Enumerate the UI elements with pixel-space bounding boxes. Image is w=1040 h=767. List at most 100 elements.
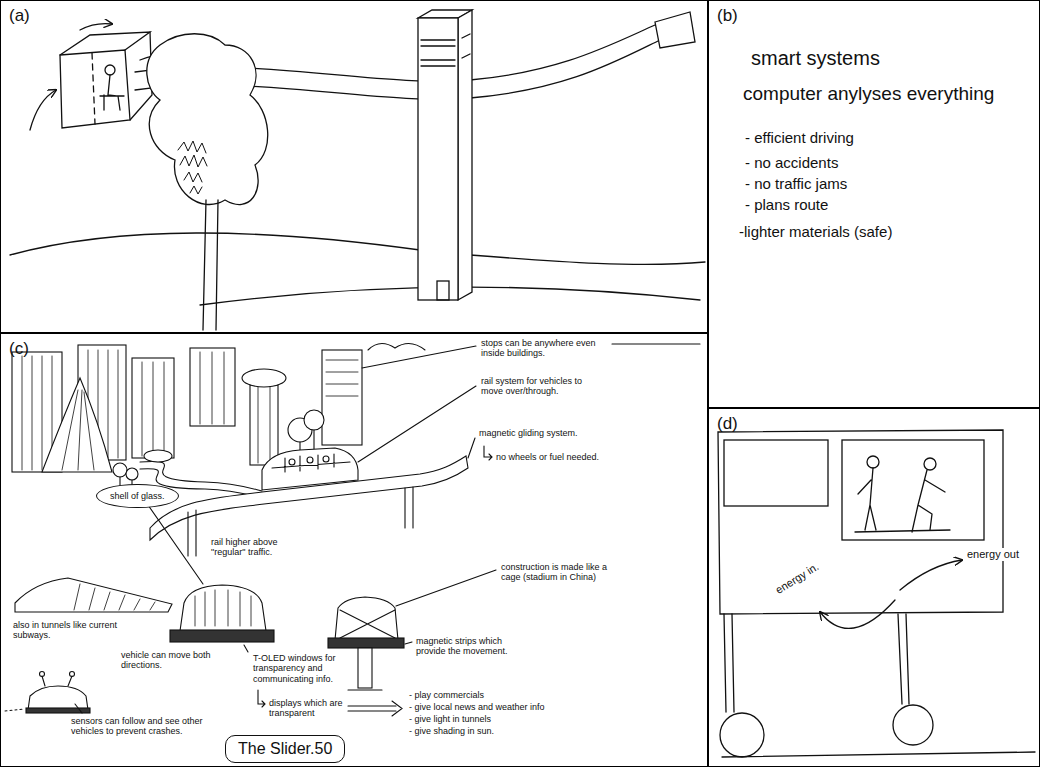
note-text: rail higher above "regular" traffic. bbox=[210, 537, 312, 558]
note-text: displays which are transparent bbox=[268, 698, 345, 719]
node-text: -lighter materials (safe) bbox=[739, 223, 892, 240]
slider-sketch bbox=[244, 645, 248, 652]
slider-sketch bbox=[348, 689, 382, 690]
slider-sketch bbox=[258, 690, 265, 707]
note-text: magnetic strips which provide the moveme… bbox=[415, 636, 517, 657]
slider-sketch bbox=[612, 343, 700, 344]
slider-sketch bbox=[326, 360, 358, 396]
slider-sketch bbox=[148, 505, 203, 584]
note-text: vehicle can move both directions. bbox=[120, 650, 217, 671]
sketch-panel: (d) bbox=[708, 408, 1040, 767]
bus-sketch bbox=[893, 705, 933, 745]
note-text: magnetic gliding system. bbox=[478, 428, 579, 438]
note-text: no wheels or fuel needed. bbox=[495, 452, 600, 462]
slider-sketch bbox=[15, 578, 172, 612]
slider-sketch bbox=[307, 457, 313, 463]
bus-sketch bbox=[720, 713, 764, 757]
slider-sketch bbox=[113, 463, 127, 477]
slider-sketch bbox=[484, 446, 492, 460]
sketch-panel: (a) bbox=[0, 0, 708, 333]
node-text: - efficient driving bbox=[745, 129, 854, 146]
slider-sketch bbox=[195, 590, 251, 626]
slider-sketch bbox=[40, 672, 45, 677]
slider-sketch bbox=[5, 343, 700, 716]
bus-sketch bbox=[724, 614, 734, 712]
bus-sketch bbox=[924, 458, 936, 470]
node-text: computer anylyses everything bbox=[743, 83, 994, 105]
panel-letter: (b) bbox=[717, 6, 738, 26]
slider-sketch bbox=[200, 352, 224, 424]
pod-sketch bbox=[470, 255, 705, 264]
pod-sketch bbox=[92, 53, 95, 124]
node-text: - plans route bbox=[745, 196, 828, 213]
note-text: - play commercials bbox=[408, 690, 485, 700]
pod-sketch bbox=[30, 90, 56, 130]
slider-sketch bbox=[28, 686, 88, 710]
slider-sketch bbox=[368, 343, 425, 350]
slider-sketch bbox=[262, 448, 358, 490]
note-text: rail system for vehicles to move over/th… bbox=[480, 376, 607, 397]
sketch-panel: (b) smart systems computer anylyses everyt… bbox=[708, 0, 1040, 408]
pod-sketch bbox=[100, 75, 124, 110]
slider-sketch bbox=[5, 709, 24, 711]
bus-sketch bbox=[820, 600, 895, 628]
slider-sketch bbox=[348, 701, 402, 716]
node-text: smart systems bbox=[751, 47, 880, 70]
pod-sketch bbox=[60, 50, 130, 128]
slider-sketch bbox=[272, 454, 350, 472]
callout-oval: shell of glass. bbox=[96, 484, 179, 508]
note-text: T-OLED windows for transparency and comm… bbox=[252, 653, 354, 684]
slider-sketch bbox=[340, 610, 395, 638]
bus-sketch bbox=[912, 470, 945, 532]
note-text: also in tunnels like current subways. bbox=[12, 620, 119, 641]
pod-sketch bbox=[421, 34, 470, 66]
pod-sketch bbox=[178, 141, 207, 194]
bus-sketch bbox=[858, 468, 876, 530]
pod-sketch bbox=[203, 200, 218, 330]
slider-sketch bbox=[323, 456, 329, 462]
slider-sketch bbox=[22, 356, 52, 470]
pod-sketch bbox=[80, 24, 112, 30]
slider-sketch bbox=[328, 638, 404, 648]
bus-sketch bbox=[900, 560, 962, 590]
pod-sketch bbox=[147, 34, 268, 205]
note-text: energy out bbox=[966, 548, 1020, 561]
note-text: - give local news and weather info bbox=[408, 702, 546, 712]
slider-sketch bbox=[322, 350, 362, 445]
slider-sketch bbox=[75, 704, 82, 713]
slider-sketch bbox=[126, 468, 138, 480]
slider-sketch bbox=[468, 438, 475, 458]
slider-sketch bbox=[74, 584, 155, 610]
slider-sketch bbox=[42, 378, 112, 472]
slider-sketch bbox=[42, 676, 72, 686]
note-text: - give shading in sun. bbox=[408, 726, 495, 736]
pod-sketch bbox=[655, 12, 695, 48]
node-text: - no accidents bbox=[745, 154, 838, 171]
slider-sketch bbox=[144, 450, 172, 462]
panel-letter: (a) bbox=[9, 6, 30, 26]
title-box: The Slider.50 bbox=[225, 735, 345, 763]
slider-sketch bbox=[358, 648, 372, 688]
node-text: shell of glass. bbox=[110, 491, 165, 501]
node-text: The Slider.50 bbox=[238, 740, 332, 758]
bus-sketch bbox=[867, 456, 879, 468]
bus-sketch bbox=[842, 440, 984, 540]
note-text: sensors can follow and see other vehicle… bbox=[70, 716, 212, 737]
panel-letter: (d) bbox=[717, 414, 738, 434]
sketch-panel: (c)shell of glass.The Slider.50 bbox=[0, 333, 708, 767]
slider-sketch bbox=[250, 385, 278, 465]
bus-sketch bbox=[718, 430, 1003, 614]
pod-sketch bbox=[10, 233, 420, 255]
slider-sketch bbox=[242, 369, 286, 387]
slider-sketch bbox=[170, 630, 274, 642]
slider-sketch bbox=[362, 346, 476, 368]
slider-sketch bbox=[180, 585, 266, 631]
slider-sketch bbox=[132, 358, 174, 458]
pod-sketch bbox=[437, 281, 449, 300]
slider-sketch bbox=[358, 386, 476, 462]
slider-sketch bbox=[289, 459, 295, 465]
note-text: energy in. bbox=[772, 560, 821, 597]
bus-sketch bbox=[722, 752, 1035, 757]
bus-sketch bbox=[898, 614, 909, 704]
